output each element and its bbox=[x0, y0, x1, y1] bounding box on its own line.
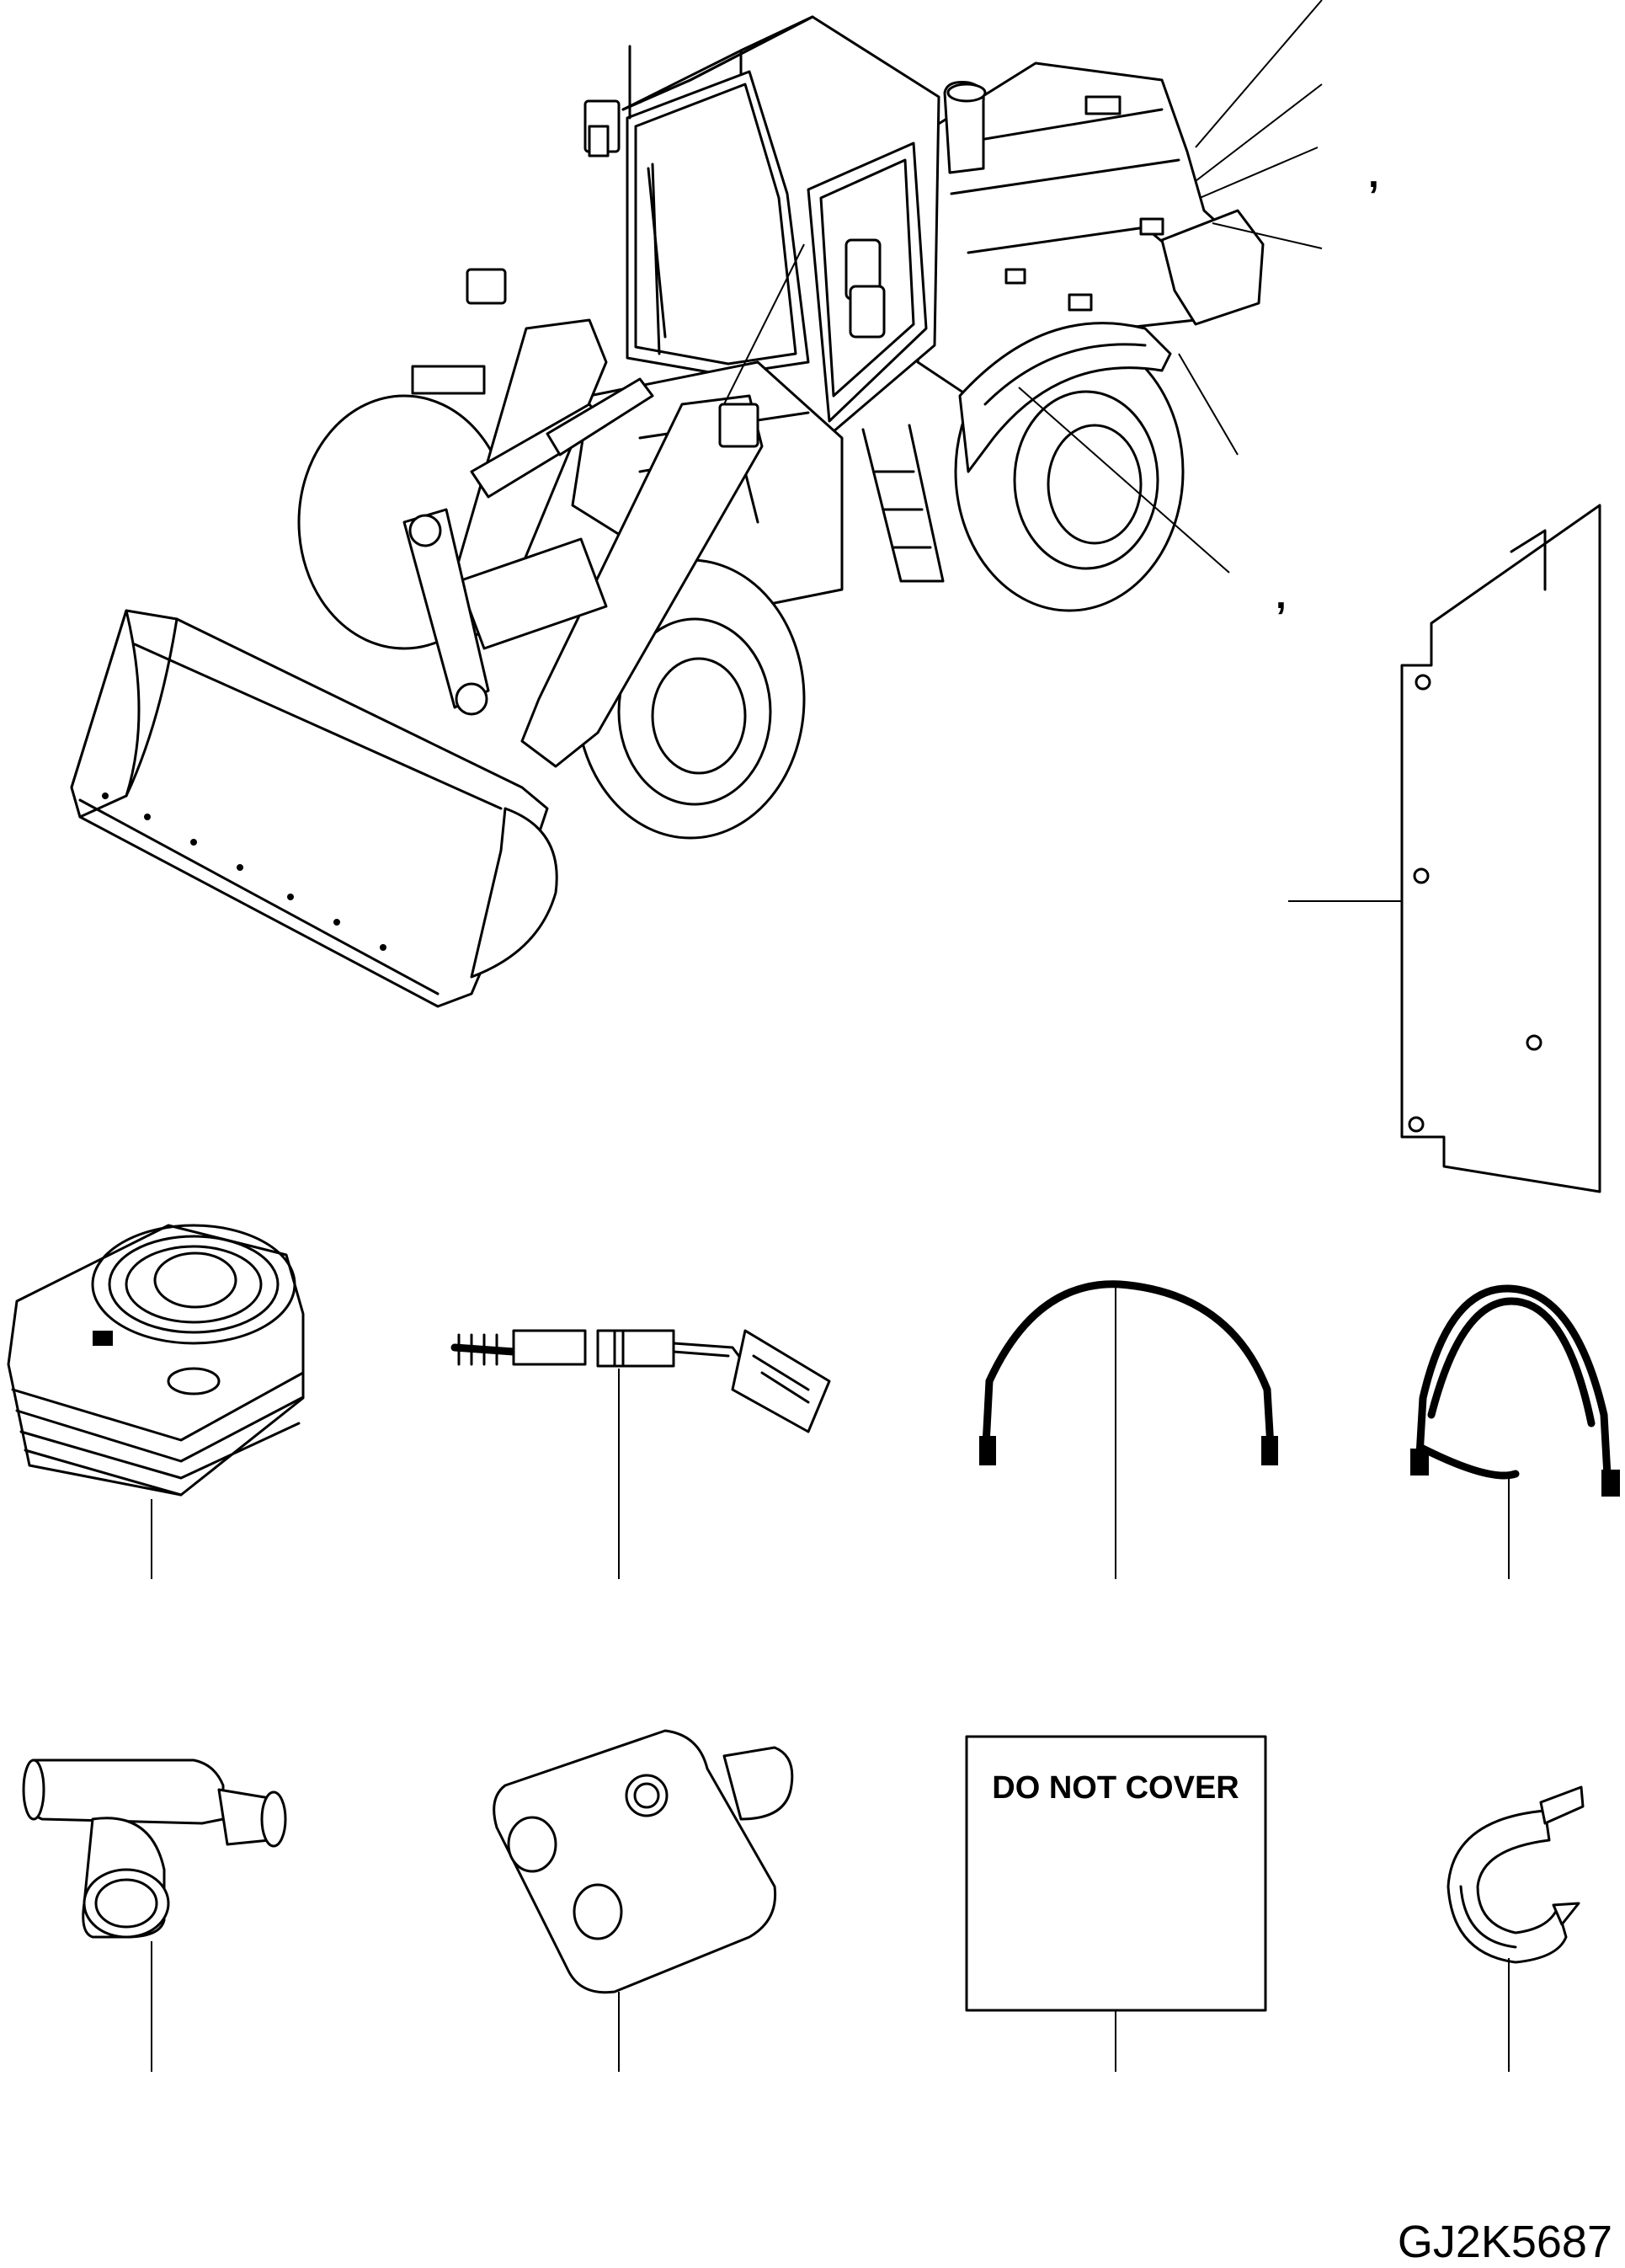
drawing-id: GJ2K5687 bbox=[1398, 2217, 1612, 2267]
clamp-block bbox=[493, 1729, 794, 2072]
sign-plate: DO NOT COVER bbox=[965, 1735, 1267, 2072]
fan-heater-unit bbox=[7, 1224, 305, 1579]
wheel-loader-illustration bbox=[70, 0, 1323, 1008]
bucket-bolts bbox=[102, 792, 386, 951]
tick-mark-top: , bbox=[1368, 152, 1379, 195]
connector-cable bbox=[450, 1329, 831, 1579]
hose-long bbox=[1410, 1284, 1620, 1579]
sign-text: DO NOT COVER bbox=[992, 1770, 1239, 1806]
side-panel-plate bbox=[1288, 504, 1601, 1193]
tick-mark-mid: , bbox=[1276, 573, 1287, 616]
hose-short bbox=[979, 1280, 1278, 1579]
tee-fitting bbox=[22, 1758, 287, 2072]
hose-clamp bbox=[1447, 1785, 1585, 2072]
